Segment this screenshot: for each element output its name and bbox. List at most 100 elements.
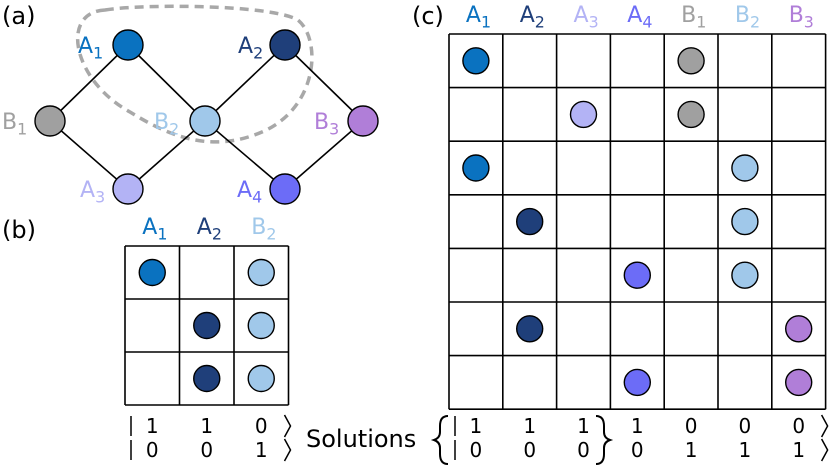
column-header-a4-subscript: 4 (642, 13, 652, 32)
solution-value: 1 (255, 438, 268, 462)
column-header-a3: A3 (574, 3, 599, 32)
graph-node-label-b1: B1 (2, 110, 27, 139)
matrix-dot-b2 (247, 364, 275, 393)
graph-node-label-a3-subscript: 3 (95, 188, 105, 207)
column-header-a3-letter: A (574, 3, 589, 28)
column-header-a2: A2 (520, 3, 545, 32)
solution-value: 0 (792, 414, 805, 438)
matrix-dot-a2 (516, 207, 544, 236)
graph-edge (49, 44, 129, 122)
graph-node-a1 (112, 29, 144, 61)
graph-node-label-b2-letter: B (154, 110, 169, 135)
graph-node-a3 (112, 173, 144, 205)
left-curly-brace (430, 415, 449, 465)
graph-node-label-a3: A3 (80, 178, 105, 207)
matrix-grid (448, 33, 827, 411)
column-header-b2-letter: B (735, 3, 750, 28)
graph-node-label-a3-letter: A (80, 178, 95, 203)
graph-node-label-a4-subscript: 4 (252, 188, 262, 207)
solution-value: 0 (685, 414, 698, 438)
graph-node-a4 (269, 173, 301, 205)
matrix-dot-a2 (193, 311, 221, 340)
graph-node-label-b1-letter: B (2, 110, 17, 135)
graph-node-label-b2-subscript: 2 (169, 120, 179, 139)
column-header-a1-letter: A (466, 3, 481, 28)
matrix-dot-b1 (677, 100, 705, 129)
solution-value: 1 (146, 414, 159, 438)
matrix-dot-b2 (731, 207, 759, 236)
solution-value: 0 (146, 438, 159, 462)
solution-value: 1 (523, 414, 536, 438)
solution-value: 1 (739, 438, 752, 462)
solutions-label: Solutions (306, 425, 416, 453)
matrix-dot-b2 (731, 261, 759, 289)
matrix-dot-b3 (785, 315, 813, 343)
graph-edge (127, 44, 206, 122)
matrix-dot-b3 (785, 368, 813, 397)
solution-value: 1 (792, 438, 805, 462)
column-header-a1-subscript: 1 (481, 13, 491, 32)
matrix-dot-a2 (516, 315, 544, 343)
graph-node-label-a2-subscript: 2 (253, 44, 263, 63)
solution-value: 0 (577, 438, 590, 462)
graph-node-b1 (34, 105, 66, 137)
graph-node-label-a1-subscript: 1 (93, 44, 103, 63)
graph-node-label-b2: B2 (154, 110, 179, 139)
column-header-a1-subscript: 1 (157, 225, 167, 244)
graph-edge (284, 44, 364, 122)
ket-angle (820, 414, 829, 438)
ket-angle (283, 414, 292, 438)
column-header-a2: A2 (197, 215, 222, 244)
column-header-b2-subscript: 2 (266, 225, 276, 244)
ket-angle (283, 438, 292, 462)
column-header-b2-subscript: 2 (750, 13, 760, 32)
panel-label-b: (b) (2, 216, 36, 244)
matrix-dot-a2 (193, 364, 221, 393)
column-header-b3: B3 (789, 3, 814, 32)
dashed-grouping-outline (75, 4, 314, 144)
graph-node-label-a4: A4 (237, 178, 262, 207)
solution-value: 1 (200, 414, 213, 438)
matrix-dot-a4 (623, 368, 651, 397)
matrix-dot-b2 (731, 154, 759, 182)
matrix-dot-b2 (247, 258, 275, 287)
column-header-b1-letter: B (681, 3, 696, 28)
matrix-dot-a1 (138, 258, 166, 287)
graph-node-label-b3: B3 (314, 110, 339, 139)
column-header-b2-letter: B (251, 215, 266, 240)
graph-edge (204, 120, 286, 190)
matrix-dot-b2 (247, 311, 275, 340)
graph-node-label-b3-subscript: 3 (329, 120, 339, 139)
column-header-b2: B2 (735, 3, 760, 32)
graph-node-label-a4-letter: A (237, 178, 252, 203)
column-header-b3-subscript: 3 (804, 13, 814, 32)
graph-node-label-a1-letter: A (78, 34, 93, 59)
graph-node-b2 (189, 105, 221, 137)
matrix-dot-a4 (623, 261, 651, 289)
panel-label-c: (c) (412, 2, 444, 30)
graph-node-label-a1: A1 (78, 34, 103, 63)
solution-value: 0 (200, 438, 213, 462)
column-header-b3-letter: B (789, 3, 804, 28)
column-header-b1-subscript: 1 (696, 13, 706, 32)
graph-node-label-a2-letter: A (238, 34, 253, 59)
graph-node-label-a2: A2 (238, 34, 263, 63)
solution-value: 1 (685, 438, 698, 462)
matrix-dot-a3 (569, 100, 598, 129)
graph-node-label-b1-subscript: 1 (17, 120, 27, 139)
matrix-grid (124, 245, 290, 406)
column-header-a2-letter: A (520, 3, 535, 28)
solution-value: 0 (523, 438, 536, 462)
graph-edges (49, 44, 364, 190)
graph-node-b3 (347, 105, 379, 137)
column-header-a4-letter: A (627, 3, 642, 28)
solution-value: 0 (631, 438, 644, 462)
graph-node-a2 (269, 29, 301, 61)
solution-value: 0 (739, 414, 752, 438)
column-header-b1: B1 (681, 3, 706, 32)
solution-value: 0 (255, 414, 268, 438)
